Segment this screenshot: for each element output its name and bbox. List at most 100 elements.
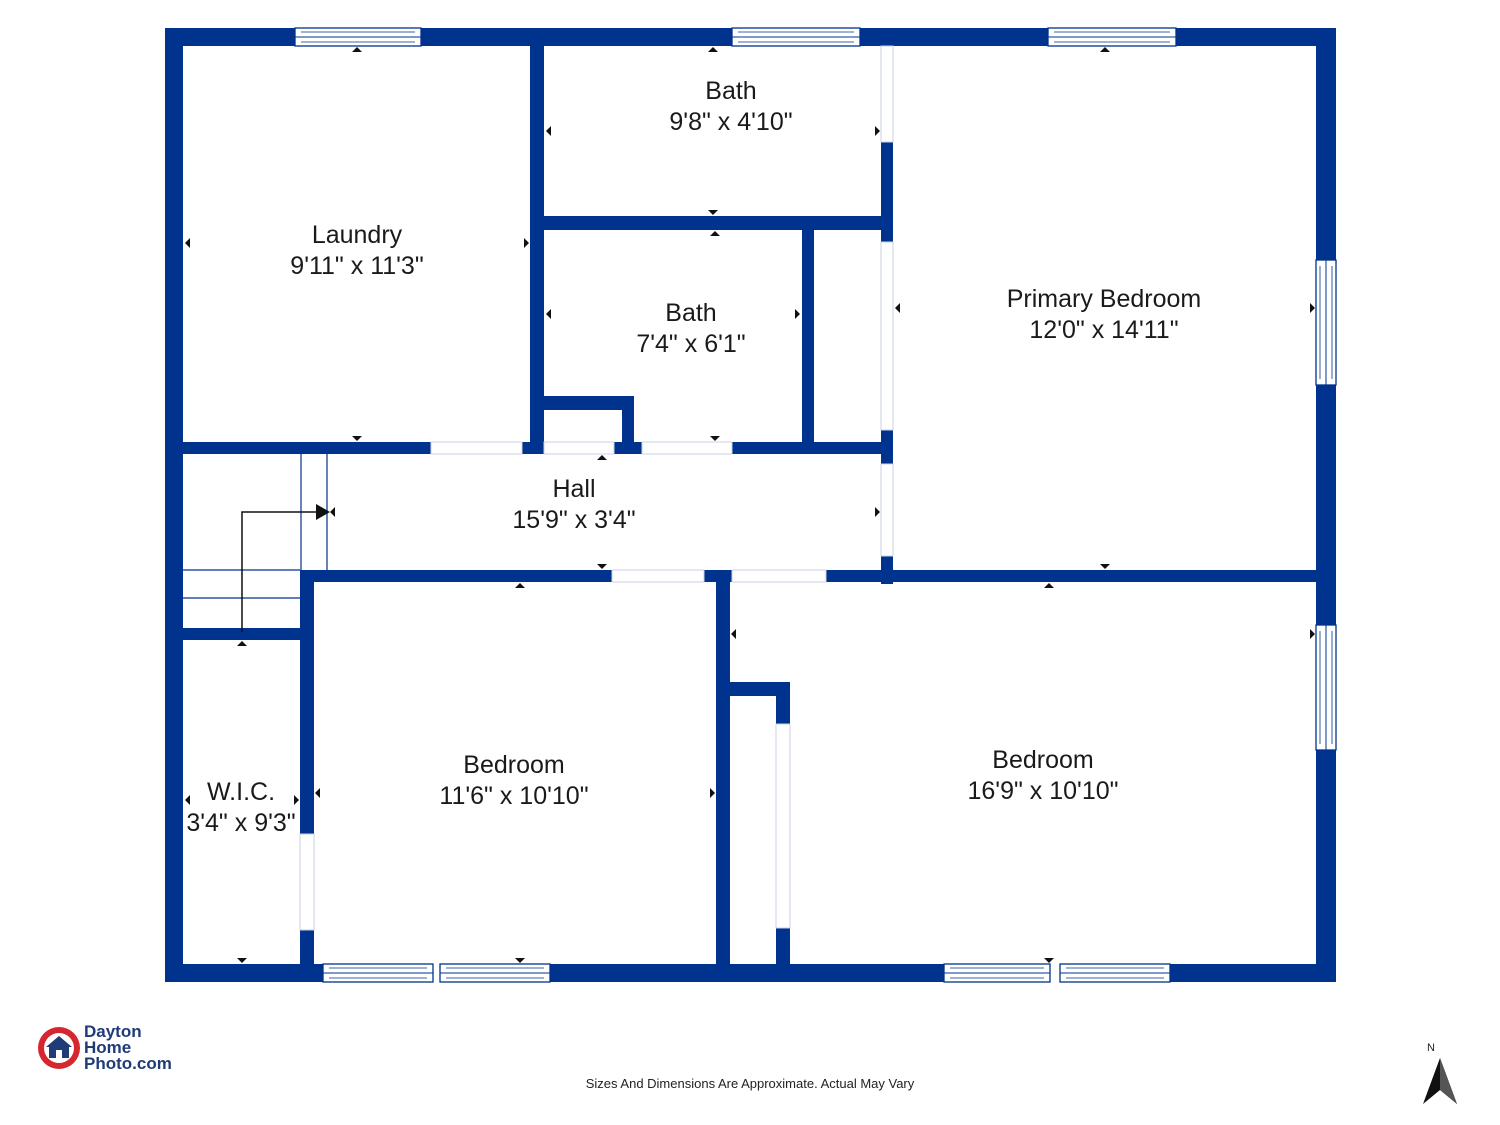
wall-segment [183,628,311,640]
dimension-marker [546,309,551,319]
dimension-marker [597,455,607,460]
brand-logo-icon [38,1027,80,1069]
dimension-marker [515,958,525,963]
wall-segment [622,396,634,454]
dimension-marker [1310,629,1315,639]
dimension-marker [515,583,525,588]
dimension-marker [875,507,880,517]
compass-label: N [1427,1042,1435,1054]
room-dimensions: 9'8" x 4'10" [669,108,793,136]
wall-segment [1316,385,1336,625]
wall-segment [881,430,893,464]
room-dimensions: 3'4" x 9'3" [186,809,296,837]
room-name: Hall [552,475,596,503]
room-label-bedroom-left: Bedroom 11'6" x 10'10" [439,750,588,812]
wall-segment [550,964,944,982]
wall-segment [165,964,323,982]
room-dimensions: 11'6" x 10'10" [439,782,589,810]
doorway-opening [880,463,894,557]
dimension-marker [330,507,335,517]
wall-segment [1316,750,1336,982]
room-label-hall: Hall 15'9" x 3'4" [512,474,635,536]
wall-segment [1176,28,1336,46]
wall-segment [165,28,295,46]
room-dimensions: 16'9" x 10'10" [967,777,1119,805]
brand-wordmark: Dayton Home Photo.com [84,1022,172,1073]
doorway-opening [731,569,827,583]
wall-segment [421,28,732,46]
dimension-marker [731,629,736,639]
dimension-marker [1044,583,1054,588]
wall-segment [183,442,431,454]
dimension-marker [352,436,362,441]
wall-segment [544,396,634,410]
room-label-bath-lower: Bath 7'4" x 6'1" [636,298,745,360]
walls [165,28,1336,982]
doorway-opening [611,569,705,583]
room-name: W.I.C. [206,778,276,806]
room-name: Bath [665,299,717,327]
room-dimensions: 9'11" x 11'3" [290,252,424,280]
dimension-marker [546,126,551,136]
wall-segment [300,930,314,964]
dimension-marker [708,210,718,215]
dimension-marker [710,436,720,441]
doorway-opening [299,833,315,931]
wall-segment [1170,964,1336,982]
wall-segment [860,28,1048,46]
wall-segment [1316,28,1336,260]
wall-segment [776,682,790,724]
dimension-marker [1044,958,1054,963]
dimension-marker [597,564,607,569]
room-label-primary-bedroom: Primary Bedroom 12'0" x 14'11" [1007,284,1202,346]
dimension-marker [708,47,718,52]
wall-segment [732,442,881,454]
dimension-marker [710,231,720,236]
dimension-marker [895,303,900,313]
room-label-wic: W.I.C. 3'4" x 9'3" [186,777,295,839]
room-dimensions: 12'0" x 14'11" [1029,316,1179,344]
dimension-marker [1310,303,1315,313]
room-label-bedroom-right: Bedroom 16'9" x 10'10" [967,745,1118,807]
dimension-marker [185,795,190,805]
wall-segment [522,442,544,454]
wall-segment [300,570,612,582]
wall-segment [881,142,893,242]
dimension-marker [237,958,247,963]
room-name: Primary Bedroom [1006,285,1202,313]
doorway-opening [430,441,523,455]
brand-line: Home [84,1038,132,1057]
room-name: Bath [705,77,757,105]
north-arrow-icon [1423,1058,1457,1104]
room-dimensions: 15'9" x 3'4" [512,506,636,534]
wall-segment [300,570,314,834]
doorway-opening [880,241,894,431]
wall-segment [730,682,790,696]
dimension-marker [185,238,190,248]
wall-segment [776,928,790,964]
room-label-bath-upper: Bath 9'8" x 4'10" [669,76,792,138]
dimension-marker [524,238,529,248]
windows [294,27,1337,983]
dimension-marker [237,641,247,646]
dimension-marker [352,47,362,52]
wall-segment [530,46,544,442]
disclaimer: Sizes And Dimensions Are Approximate. Ac… [585,1076,915,1091]
wall-segment [802,230,814,442]
room-name: Bedroom [992,746,1094,774]
wall-segment [716,570,730,964]
stair-direction-arrow [241,504,330,632]
brand-line: Photo.com [84,1054,172,1073]
dimension-markers [185,47,1315,963]
room-name: Laundry [311,221,403,249]
dimension-marker [315,788,320,798]
brand-line: Dayton [84,1022,142,1041]
wall-segment [165,28,183,982]
dimension-marker [875,126,880,136]
room-name: Bedroom [463,751,565,779]
wall-segment [544,216,884,230]
dimension-marker [1100,564,1110,569]
dimension-marker [710,788,715,798]
room-label-laundry: Laundry 9'11" x 11'3" [290,220,423,282]
